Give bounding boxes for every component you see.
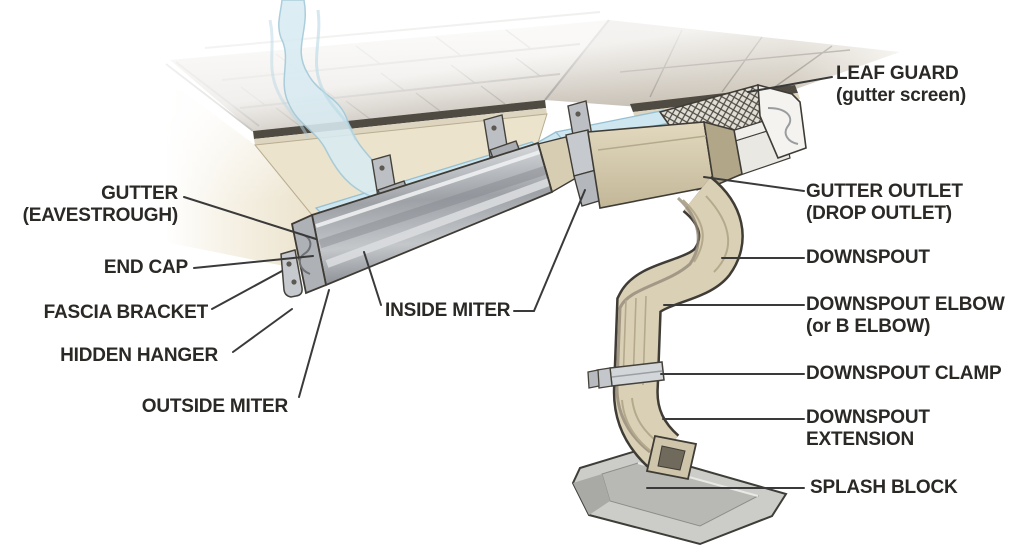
leader-hidden-hanger	[232, 308, 293, 353]
gutter-eavestrough	[310, 141, 554, 287]
leader-gutter-outlet	[703, 176, 805, 192]
fascia-bracket-strap	[280, 249, 303, 298]
label-leaf-guard: LEAF GUARD (gutter screen)	[836, 63, 966, 107]
label-downspout-elbow-line1: DOWNSPOUT ELBOW	[806, 294, 1005, 315]
label-splash-block: SPLASH BLOCK	[810, 477, 958, 498]
leader-inside-miter-right	[513, 189, 586, 312]
label-end-cap: END CAP	[103, 257, 188, 278]
label-downspout-extension-line2: EXTENSION	[806, 429, 914, 450]
label-leaf-guard-line1: LEAF GUARD	[836, 63, 959, 84]
leader-fascia-bracket	[211, 270, 283, 310]
label-gutter-line1: GUTTER	[101, 183, 178, 204]
label-hidden-hanger: HIDDEN HANGER	[60, 345, 218, 366]
label-gutter-outlet-line2: (DROP OUTLET)	[806, 203, 952, 224]
label-downspout: DOWNSPOUT	[806, 247, 930, 268]
label-downspout-clamp: DOWNSPOUT CLAMP	[806, 363, 1002, 384]
gutter-outlet-box	[587, 120, 743, 209]
leader-end-cap	[193, 255, 314, 269]
leader-leaf-guard	[747, 76, 833, 93]
label-outside-miter: OUTSIDE MITER	[141, 396, 288, 417]
leader-inside-miter-left	[363, 251, 382, 306]
gutter-end-profile	[757, 83, 807, 160]
downspout-clamp	[587, 361, 665, 389]
label-gutter-outlet: GUTTER OUTLET (DROP OUTLET)	[806, 181, 963, 225]
label-fascia-bracket: FASCIA BRACKET	[43, 302, 209, 323]
downspout-extension-mouth	[645, 434, 698, 481]
label-gutter-outlet-line1: GUTTER OUTLET	[806, 181, 963, 202]
label-gutter: GUTTER (EAVESTROUGH)	[22, 183, 179, 227]
downspout-pipe	[612, 176, 744, 470]
label-leaf-guard-line2: (gutter screen)	[836, 85, 967, 106]
label-downspout-elbow-line2: (or B ELBOW)	[806, 316, 931, 337]
label-downspout-extension: DOWNSPOUT EXTENSION	[806, 407, 930, 451]
label-downspout-extension-line1: DOWNSPOUT	[806, 407, 930, 428]
leader-lines	[183, 76, 833, 489]
label-downspout-elbow: DOWNSPOUT ELBOW (or B ELBOW)	[806, 294, 1005, 338]
label-inside-miter: INSIDE MITER	[385, 300, 511, 321]
leader-gutter	[183, 196, 317, 240]
label-gutter-line2: (EAVESTROUGH)	[22, 205, 179, 226]
leader-outside-miter	[298, 289, 330, 398]
